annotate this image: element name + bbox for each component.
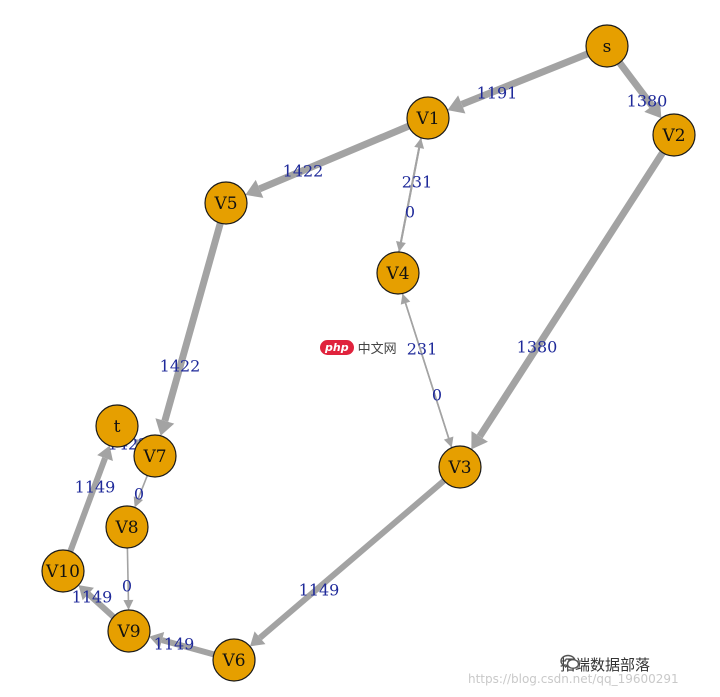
edge-line [86,591,116,620]
node-V5: V5 [204,181,248,225]
edge-s-V1 [447,50,589,114]
node-V6: V6 [212,638,256,682]
edge-line [161,222,224,422]
node-label: V1 [415,109,439,129]
node-circle [212,638,256,682]
node-s: s [585,24,629,68]
edge-label-V6-V9: 1149 [154,635,195,654]
node-circle [107,609,151,653]
node-circle [376,251,420,295]
edge-label-V3-V4: 231 [407,340,438,359]
arrowhead-icon [471,431,488,450]
edge-label-V5-V7: 1422 [160,357,201,376]
arrowhead-icon [443,436,454,448]
edge-line [67,457,108,553]
node-V4: V4 [376,251,420,295]
arrowhead-icon [149,632,165,649]
node-circle [585,24,629,68]
arrowhead-icon [155,418,175,436]
edge-V4-V3 [401,293,454,448]
edge-line [616,60,655,109]
edge-V3-V6 [249,478,446,647]
node-circle [652,113,696,157]
edge-label-V9-V10: 1149 [72,588,113,607]
node-label: V2 [661,126,685,146]
node-V7: V7 [133,434,177,478]
node-label: V8 [114,518,138,538]
edge-line [401,293,450,439]
node-label: V9 [116,622,140,642]
wechat-icon [560,654,580,670]
edge-V7-V8 [133,475,149,508]
arrowhead-icon [644,100,662,119]
url-watermark: https://blog.csdn.net/qq_19600291 [468,672,679,686]
edge-label-V8-V9: 0 [122,577,132,596]
arrowhead-icon [133,496,144,508]
node-circle [95,404,139,448]
node-V2: V2 [652,113,696,157]
edge-label-s-V2: 1380 [627,92,668,111]
node-circle [105,505,149,549]
edge-label-V1-V5: 1422 [283,162,324,181]
edge-label-s-V1: 1191 [477,84,518,103]
arrowhead-icon [78,585,94,601]
edge-label-V2-V3: 1380 [517,338,558,357]
node-V3: V3 [438,445,482,489]
arrowhead-icon [249,631,266,647]
edge-label-V4-V1: 231 [402,173,433,192]
edge-line [476,150,666,439]
node-label: V4 [385,264,409,284]
node-V8: V8 [105,505,149,549]
node-circle [204,181,248,225]
edge-label-V7-V8: 0 [134,485,144,504]
edge-label-V3-V6: 1149 [299,581,340,600]
edge-V8-V9 [123,547,134,611]
edge-V1-V5 [245,122,411,198]
node-label: V3 [447,458,471,478]
edge-line [258,122,411,193]
edge-line [137,475,149,499]
node-label: t [114,417,121,437]
brand-text: 拓端数据部落 [560,656,651,674]
node-label: s [603,37,612,57]
edge-V10-t [67,445,113,553]
node-circle [406,96,450,140]
node-label: V7 [142,447,166,467]
php-watermark: php 中文网 [320,338,397,357]
node-circle [41,549,85,593]
php-logo: php [320,340,354,355]
node-label: V5 [213,194,237,214]
edge-line [399,137,423,243]
node-V1: V1 [406,96,450,140]
edge-label-V10-t: 1149 [75,478,116,497]
edge-V5-V7 [155,222,224,436]
node-circle [133,434,177,478]
edge-V1-V4 [396,137,423,252]
arrowhead-icon [245,179,264,198]
arrowhead-icon [123,599,134,611]
edge-line [161,637,215,658]
node-V10: V10 [41,549,85,593]
arrowhead-icon [447,95,466,114]
edge-line [460,50,589,108]
brand-watermark: 拓端数据部落 [560,654,650,675]
node-t: t [95,404,139,448]
watermark-text: 中文网 [357,342,397,357]
edge-line [126,547,130,601]
node-label: V10 [45,562,80,582]
arrowhead-icon [97,445,113,461]
node-V9: V9 [107,609,151,653]
edge-V2-V3 [471,150,666,450]
edge-V9-V10 [78,585,116,620]
arrowhead-icon [396,241,406,252]
edge-label-V4-V3: 0 [432,386,442,405]
edge-s-V2 [616,60,662,119]
edge-V6-V9 [149,632,215,658]
edge-line [258,478,446,641]
node-label: V6 [221,651,245,671]
node-circle [438,445,482,489]
edge-label-V1-V4: 0 [405,203,415,222]
